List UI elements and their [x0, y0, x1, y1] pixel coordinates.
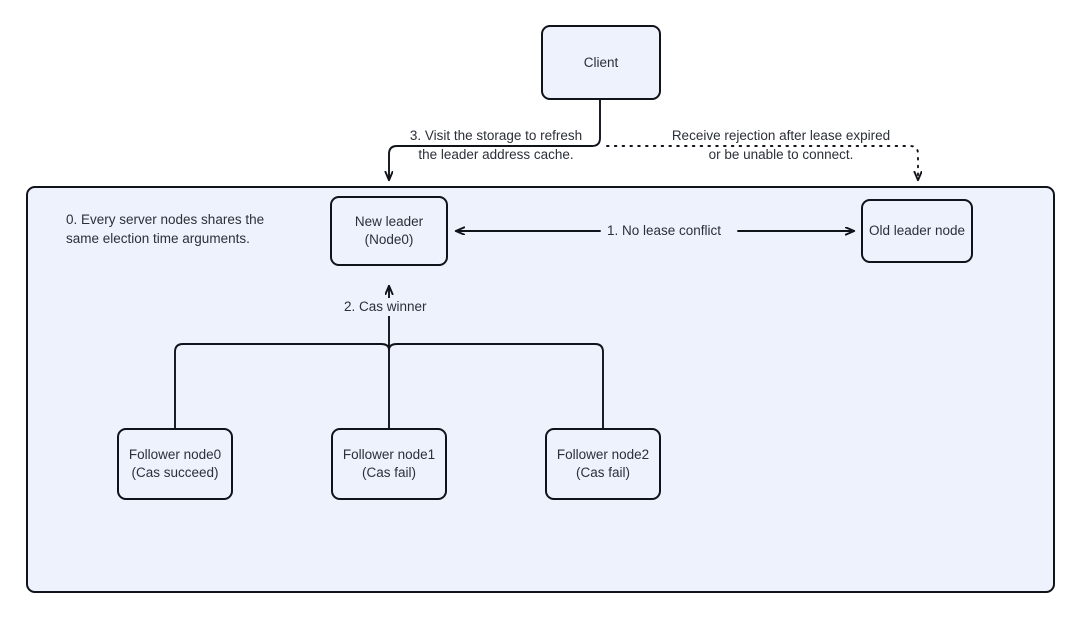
node-follower1-label-primary: Follower node1 [342, 447, 436, 462]
annotation-receive-rejection: Receive rejection after lease expired or… [660, 126, 902, 164]
region-note-election-arguments: 0. Every server nodes shares the same el… [66, 210, 264, 248]
annotation-refresh-cache: 3. Visit the storage to refresh the lead… [398, 126, 594, 164]
edge-label-cas-winner: 2. Cas winner [338, 298, 433, 316]
node-follower0[interactable]: Follower node0 (Cas succeed) [117, 428, 233, 500]
node-old-leader-label: Old leader node [868, 223, 966, 238]
node-follower2[interactable]: Follower node2 (Cas fail) [545, 428, 661, 500]
annotation-refresh-cache-line1: 3. Visit the storage to refresh [409, 128, 583, 143]
node-old-leader[interactable]: Old leader node [861, 199, 973, 263]
node-new-leader-label-primary: New leader [354, 214, 424, 229]
node-client-label: Client [583, 54, 619, 70]
node-new-leader-label-secondary: (Node0) [364, 232, 414, 247]
annotation-refresh-cache-line2: the leader address cache. [418, 147, 574, 162]
region-note-line2: same election time arguments. [66, 231, 250, 246]
edge-label-no-lease-conflict: 1. No lease conflict [601, 222, 728, 240]
node-follower2-label-primary: Follower node2 [556, 447, 650, 462]
node-follower0-label-primary: Follower node0 [128, 447, 222, 462]
region-note-line1: 0. Every server nodes shares the [66, 212, 265, 227]
node-follower1-label-secondary: (Cas fail) [361, 465, 416, 480]
node-client[interactable]: Client [541, 25, 661, 100]
node-follower2-label-secondary: (Cas fail) [575, 465, 630, 480]
annotation-receive-rejection-line1: Receive rejection after lease expired [671, 128, 891, 143]
annotation-receive-rejection-line2: or be unable to connect. [708, 147, 854, 162]
node-follower1[interactable]: Follower node1 (Cas fail) [331, 428, 447, 500]
node-follower0-label-secondary: (Cas succeed) [131, 465, 219, 480]
node-new-leader[interactable]: New leader (Node0) [330, 196, 448, 266]
